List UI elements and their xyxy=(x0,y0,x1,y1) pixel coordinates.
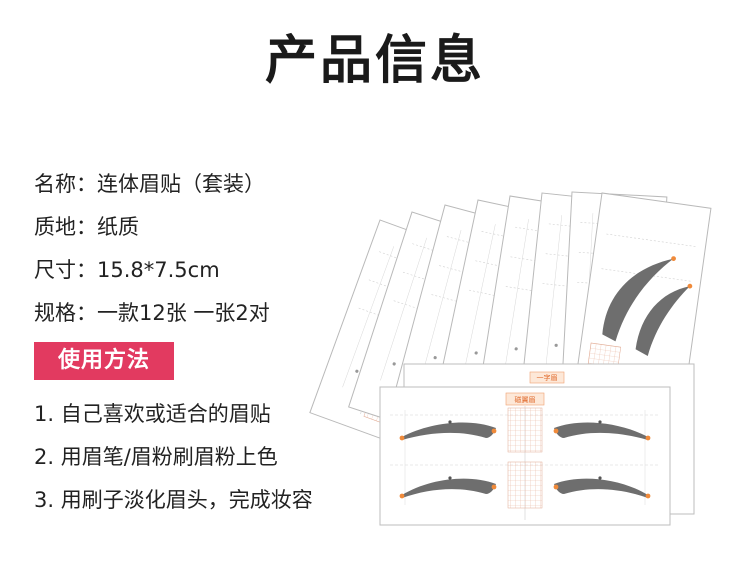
usage-steps-list: 1. 自己喜欢或适合的眉贴 2. 用眉笔/眉粉刷眉粉上色 3. 用刷子淡化眉头，… xyxy=(34,396,313,525)
info-label: 尺寸： xyxy=(34,258,97,282)
page-title: 产品信息 xyxy=(264,31,485,91)
info-value: 一款12张 一张2对 xyxy=(97,301,270,325)
usage-step: 1. 自己喜欢或适合的眉贴 xyxy=(34,402,271,426)
info-row-material: 质地：纸质 xyxy=(34,209,270,252)
info-row-size: 尺寸：15.8*7.5cm xyxy=(34,252,270,295)
usage-section-badge: 使用方法 xyxy=(34,342,174,380)
info-value: 纸质 xyxy=(97,215,139,239)
usage-step: 3. 用刷子淡化眉头，完成妆容 xyxy=(34,488,313,512)
info-label: 规格： xyxy=(34,301,97,325)
info-value: 15.8*7.5cm xyxy=(97,258,220,282)
usage-step: 2. 用眉笔/眉粉刷眉粉上色 xyxy=(34,445,278,469)
info-row-spec: 规格：一款12张 一张2对 xyxy=(34,295,270,338)
info-label: 名称： xyxy=(34,172,97,196)
info-value: 连体眉贴（套装） xyxy=(97,172,265,196)
info-row-name: 名称：连体眉贴（套装） xyxy=(34,166,270,209)
info-label: 质地： xyxy=(34,215,97,239)
product-info-list: 名称：连体眉贴（套装） 质地：纸质 尺寸：15.8*7.5cm 规格：一款12张… xyxy=(34,166,270,338)
eyebrow-stencil-illustration: 一字眉 磁翼眉 xyxy=(300,160,750,572)
stencil-cards-svg: 一字眉 磁翼眉 xyxy=(309,191,712,526)
top-card-tag: 一字眉 xyxy=(537,373,558,382)
front-card-tag: 磁翼眉 xyxy=(515,395,536,404)
